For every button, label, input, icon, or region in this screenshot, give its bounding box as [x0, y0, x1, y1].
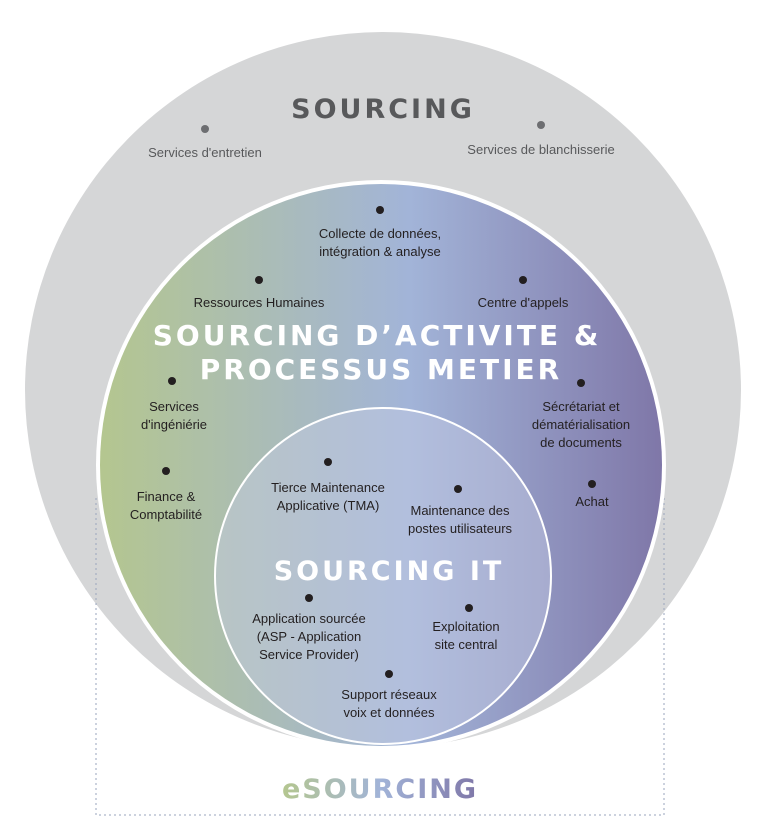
middle-title-line2: PROCESSUS METIER — [200, 353, 562, 386]
services-blanchisserie-label: Services de blanchisserie — [467, 142, 614, 157]
middle-title-line1: SOURCING D’ACTIVITE & — [153, 319, 602, 352]
achat-label-line: Achat — [575, 494, 609, 509]
secretariat-dematerialisation-label-line: de documents — [540, 435, 622, 450]
middle-business-process-circle — [100, 184, 662, 746]
inner-it-circle — [215, 408, 551, 744]
maintenance-postes-label-line: postes utilisateurs — [408, 521, 513, 536]
application-sourcee-dot — [305, 594, 313, 602]
tierce-maintenance-dot — [324, 458, 332, 466]
services-ingenierie-dot — [168, 377, 176, 385]
maintenance-postes-label: Maintenance des postes utilisateurs — [408, 503, 513, 536]
ressources-humaines-label-line: Ressources Humaines — [194, 295, 325, 310]
collecte-donnees-label-line: Collecte de données, — [319, 226, 441, 241]
inner-title: SOURCING IT — [274, 556, 505, 587]
exploitation-site-central-dot — [465, 604, 473, 612]
services-blanchisserie-label-line: Services de blanchisserie — [467, 142, 614, 157]
outer-title: SOURCING — [291, 94, 475, 125]
ressources-humaines-label: Ressources Humaines — [194, 295, 325, 310]
application-sourcee-label-line: Application sourcée — [252, 611, 365, 626]
secretariat-dematerialisation-label: Sécrétariat et dématérialisation de docume… — [532, 399, 630, 450]
services-entretien-dot — [201, 125, 209, 133]
collecte-donnees-dot — [376, 206, 384, 214]
maintenance-postes-dot — [454, 485, 462, 493]
exploitation-site-central-label-line: site central — [435, 637, 498, 652]
application-sourcee-label-line: Service Provider) — [259, 647, 359, 662]
secretariat-dematerialisation-dot — [577, 379, 585, 387]
support-reseaux-label-line: Support réseaux — [341, 687, 437, 702]
collecte-donnees-label: Collecte de données, intégration & analys… — [319, 226, 441, 259]
achat-label: Achat — [575, 494, 609, 509]
application-sourcee-label-line: (ASP - Application — [257, 629, 362, 644]
tierce-maintenance-label-line: Applicative (TMA) — [277, 498, 380, 513]
maintenance-postes-label-line: Maintenance des — [410, 503, 510, 518]
finance-comptabilite-label: Finance & Comptabilité — [130, 489, 202, 522]
services-entretien-label-line: Services d'entretien — [148, 145, 262, 160]
achat-dot — [588, 480, 596, 488]
support-reseaux-dot — [385, 670, 393, 678]
centre-appels-dot — [519, 276, 527, 284]
secretariat-dematerialisation-label-line: dématérialisation — [532, 417, 630, 432]
esourcing-dashed-frame — [95, 498, 665, 816]
services-ingenierie-label: Services d'ingéniérie — [141, 399, 207, 432]
support-reseaux-label-line: voix et données — [343, 705, 435, 720]
services-entretien-label: Services d'entretien — [148, 145, 262, 160]
support-reseaux-label: Support réseaux voix et données — [341, 687, 437, 720]
secretariat-dematerialisation-label-line: Sécrétariat et — [542, 399, 620, 414]
inner-it-circle-border — [214, 407, 552, 745]
finance-comptabilite-label-line: Finance & — [137, 489, 196, 504]
services-ingenierie-label-line: d'ingéniérie — [141, 417, 207, 432]
services-ingenierie-label-line: Services — [149, 399, 199, 414]
exploitation-site-central-label: Exploitation site central — [432, 619, 499, 652]
finance-comptabilite-label-line: Comptabilité — [130, 507, 202, 522]
centre-appels-label: Centre d'appels — [478, 295, 569, 310]
esourcing-label: eSOURCING — [282, 774, 478, 805]
collecte-donnees-label-line: intégration & analyse — [319, 244, 440, 259]
services-blanchisserie-dot — [537, 121, 545, 129]
exploitation-site-central-label-line: Exploitation — [432, 619, 499, 634]
tierce-maintenance-label-line: Tierce Maintenance — [271, 480, 385, 495]
ressources-humaines-dot — [255, 276, 263, 284]
centre-appels-label-line: Centre d'appels — [478, 295, 569, 310]
finance-comptabilite-dot — [162, 467, 170, 475]
